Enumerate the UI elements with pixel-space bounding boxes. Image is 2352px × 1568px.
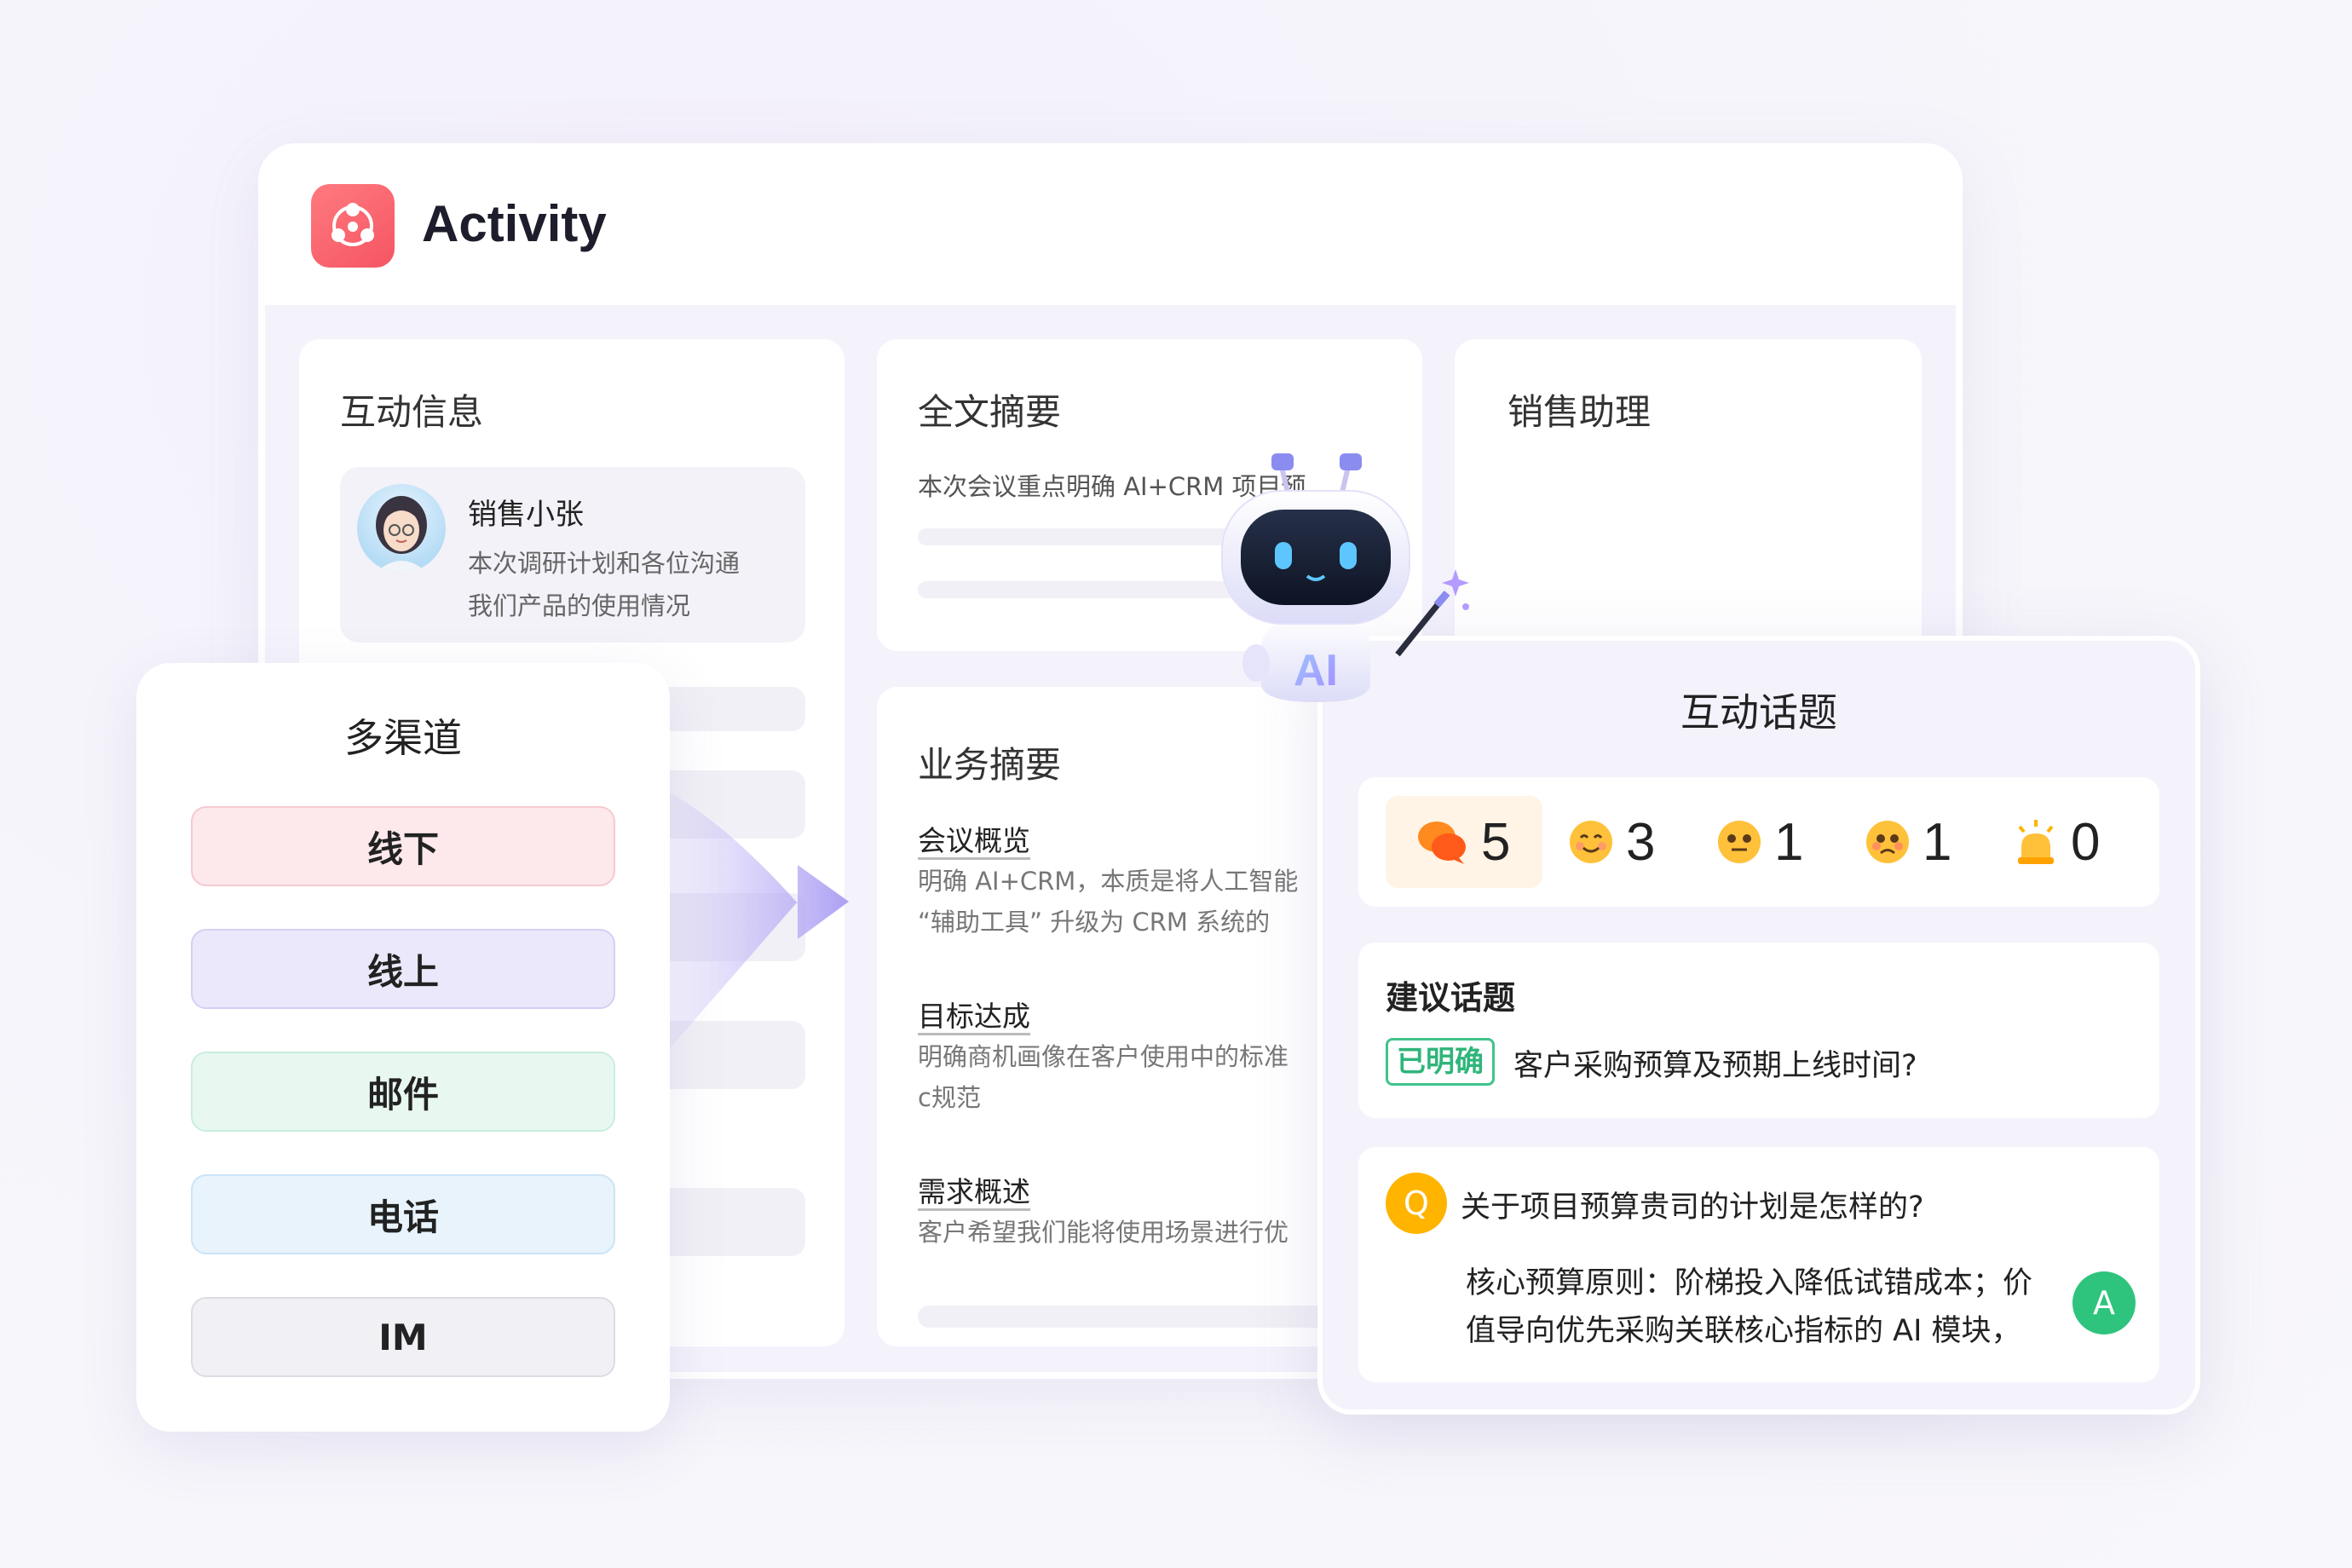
neutral-face-icon [1718, 821, 1761, 863]
stat-alert[interactable]: 0 [2013, 796, 2141, 888]
topic-stats-bar: 5 3 1 [1358, 777, 2159, 907]
interaction-card-title: 互动信息 [340, 391, 484, 433]
stat-value: 3 [1626, 812, 1656, 872]
profile-message-line: 本次调研计划和各位沟通 [468, 549, 741, 578]
channel-email-button[interactable]: 邮件 [191, 1052, 615, 1132]
section-heading: 需求概述 [918, 1175, 1030, 1208]
answer-badge: A [2072, 1271, 2136, 1335]
ai-robot-mascot: AI [1221, 453, 1469, 702]
stat-happy[interactable]: 3 [1568, 796, 1696, 888]
summary-text: 本次会议重点明确 AI+CRM 项目预 [918, 472, 1306, 501]
assistant-card-title: 销售助理 [1507, 391, 1652, 433]
section-text-line: c规范 [918, 1083, 981, 1112]
section-text: 明确商机画像在客户使用中的标准 c规范 [918, 1036, 1288, 1118]
channels-title: 多渠道 [344, 715, 462, 761]
status-badge: 已明确 [1386, 1038, 1495, 1086]
question-text: 关于项目预算贵司的计划是怎样的? [1461, 1190, 1924, 1225]
channel-offline-button[interactable]: 线下 [191, 806, 615, 886]
qa-box: Q 关于项目预算贵司的计划是怎样的? 核心预算原则：阶梯投入降低试错成本；价 值… [1358, 1147, 2159, 1382]
topics-title: 互动话题 [1680, 689, 1837, 735]
profile-message[interactable]: 销售小张 本次调研计划和各位沟通 我们产品的使用情况 [340, 467, 805, 643]
interaction-topics-panel: 互动话题 5 3 [1317, 636, 2200, 1415]
stat-neutral[interactable]: 1 [1716, 796, 1844, 888]
stat-value: 5 [1481, 812, 1511, 872]
section-heading: 会议概览 [918, 824, 1030, 857]
profile-message-line: 我们产品的使用情况 [468, 591, 691, 620]
worried-face-icon [1866, 821, 1909, 863]
suggested-topics-box: 建议话题 已明确 客户采购预算及预期上线时间? [1358, 943, 2159, 1118]
stat-value: 0 [2071, 812, 2101, 872]
suggested-topic-text[interactable]: 客户采购预算及预期上线时间? [1513, 1049, 1917, 1083]
channel-phone-button[interactable]: 电话 [191, 1174, 615, 1254]
channels-panel: 多渠道 线下 线上 邮件 电话 IM [136, 663, 670, 1432]
stat-value: 1 [1923, 812, 1952, 872]
answer-line: 核心预算原则：阶梯投入降低试错成本；价 [1466, 1266, 2033, 1300]
business-card-title: 业务摘要 [918, 744, 1062, 786]
window-header: Activity [258, 143, 1963, 305]
channel-im-button[interactable]: IM [191, 1297, 615, 1377]
network-people-icon[interactable] [311, 184, 395, 268]
section-text-line: 明确 AI+CRM，本质是将人工智能 [918, 867, 1299, 896]
section-text-line: 明确商机画像在客户使用中的标准 [918, 1042, 1289, 1071]
profile-name: 销售小张 [468, 498, 584, 532]
suggested-topics-title: 建议话题 [1386, 979, 1516, 1017]
summary-card-title: 全文摘要 [918, 391, 1062, 433]
profile-message-text: 本次调研计划和各位沟通 我们产品的使用情况 [468, 542, 792, 627]
answer-line: 值导向优先采购关联核心指标的 AI 模块， [1466, 1314, 2021, 1348]
stat-worried[interactable]: 1 [1865, 796, 1992, 888]
section-heading: 目标达成 [918, 1000, 1030, 1033]
flow-arrow-icon [670, 793, 849, 1048]
section-text: 明确 AI+CRM，本质是将人工智能 “辅助工具” 升级为 CRM 系统的 [918, 861, 1298, 943]
question-badge: Q [1386, 1173, 1447, 1234]
section-text-line: “辅助工具” 升级为 CRM 系统的 [918, 908, 1271, 937]
app-title: Activity [422, 195, 607, 252]
channel-online-button[interactable]: 线上 [191, 929, 615, 1009]
section-text: 客户希望我们能将使用场景进行优 [918, 1212, 1288, 1253]
happy-face-icon [1570, 821, 1612, 863]
answer-text: 核心预算原则：阶梯投入降低试错成本；价 值导向优先采购关联核心指标的 AI 模块… [1466, 1260, 2062, 1355]
section-text-line: 客户希望我们能将使用场景进行优 [918, 1218, 1289, 1247]
alarm-bell-icon [2018, 820, 2054, 864]
robot-ai-label: AI [1294, 646, 1338, 695]
placeholder-line [918, 1306, 1378, 1328]
chat-bubbles-icon [1418, 821, 1466, 864]
avatar [357, 484, 446, 573]
stat-chat[interactable]: 5 [1386, 796, 1542, 888]
stat-value: 1 [1774, 812, 1804, 872]
